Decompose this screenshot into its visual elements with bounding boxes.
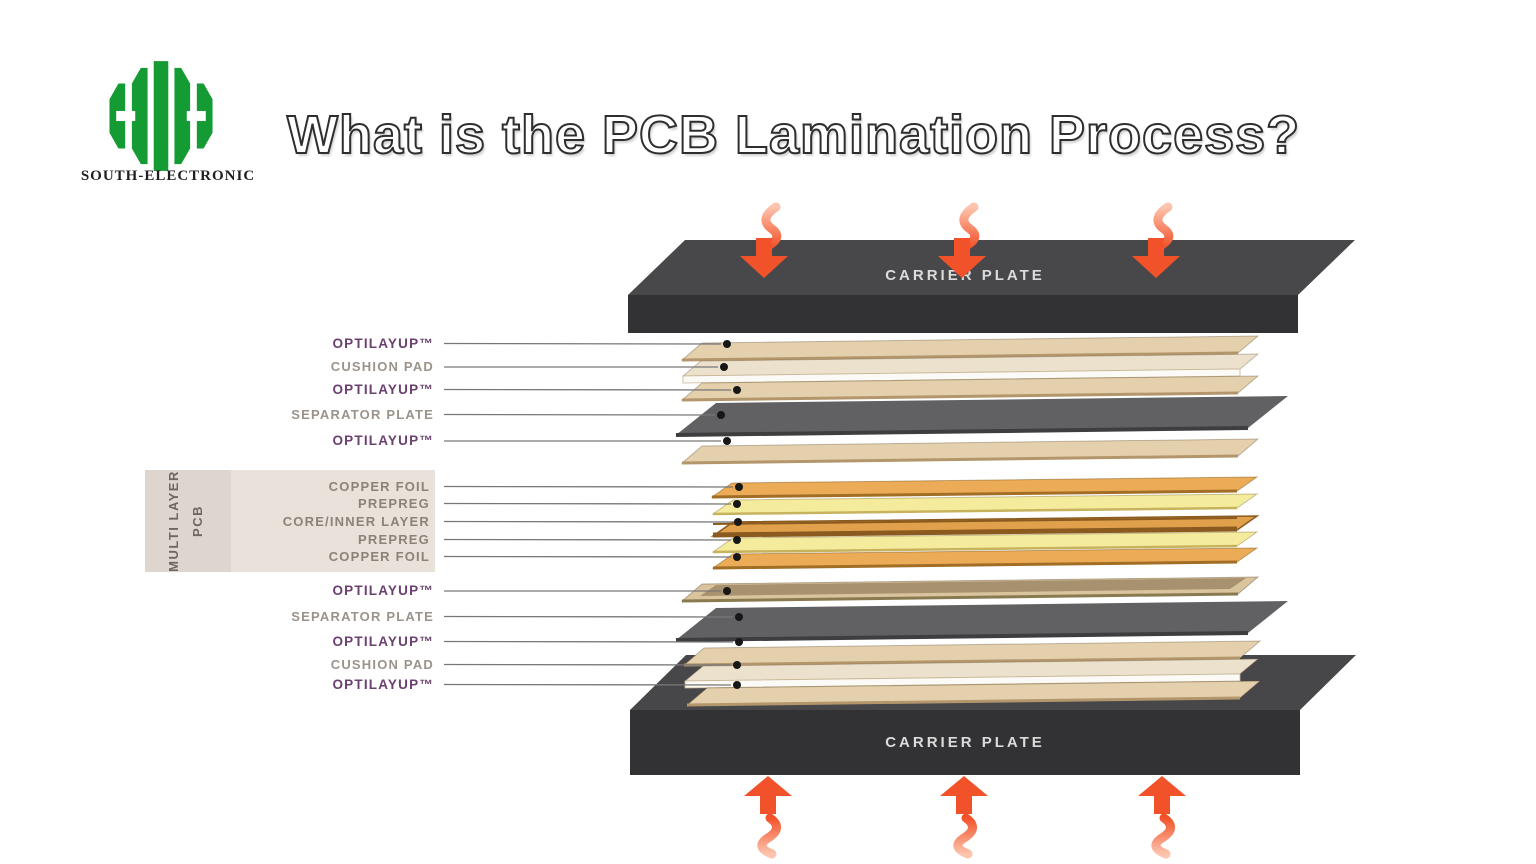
group-box-label-line1: MULTI LAYER bbox=[166, 470, 181, 572]
carrier-plate-bottom-label: CARRIER PLATE bbox=[885, 734, 1045, 751]
layer-carrier-plate-top: CARRIER PLATE bbox=[628, 240, 1355, 333]
leader-lines bbox=[443, 340, 743, 689]
pressure-arrows-top bbox=[740, 202, 1180, 278]
arrow-up-icon bbox=[744, 776, 792, 859]
layer-optilayup-2 bbox=[680, 375, 1260, 402]
label-copper-foil-2: COPPER FOIL bbox=[329, 549, 430, 564]
pressure-arrows-bottom bbox=[744, 776, 1186, 859]
label-prepreg-2: PREPREG bbox=[358, 532, 430, 547]
layer-copper-foil-2 bbox=[711, 547, 1259, 570]
layer-optilayup-4 bbox=[680, 576, 1260, 603]
label-optilayup-4: OPTILAYUP™ bbox=[332, 583, 434, 598]
layer-cushion-pad-1 bbox=[681, 353, 1260, 384]
layer-optilayup-5 bbox=[682, 640, 1262, 667]
label-prepreg-1: PREPREG bbox=[358, 496, 430, 511]
south-electronic-logo-icon bbox=[109, 61, 213, 171]
label-optilayup-6: OPTILAYUP™ bbox=[332, 677, 434, 692]
group-box-label-line2: PCB bbox=[190, 505, 205, 537]
label-cushion-pad-2: CUSHION PAD bbox=[331, 657, 434, 672]
label-optilayup-3: OPTILAYUP™ bbox=[332, 433, 434, 448]
label-core-inner-layer: CORE/INNER LAYER bbox=[283, 514, 430, 529]
label-cushion-pad-1: CUSHION PAD bbox=[331, 359, 434, 374]
layer-separator-plate-1 bbox=[675, 396, 1288, 437]
multilayer-pcb-group-box: MULTI LAYER PCB bbox=[145, 470, 435, 572]
arrow-down-icon bbox=[740, 202, 788, 278]
layer-optilayup-3 bbox=[680, 438, 1260, 465]
layer-labels: OPTILAYUP™ CUSHION PAD OPTILAYUP™ SEPARA… bbox=[283, 336, 434, 692]
label-optilayup-1: OPTILAYUP™ bbox=[332, 336, 434, 351]
layer-copper-foil-1 bbox=[710, 476, 1259, 499]
arrow-down-icon bbox=[938, 202, 986, 278]
layer-optilayup-6 bbox=[685, 680, 1262, 707]
label-separator-2: SEPARATOR PLATE bbox=[291, 609, 434, 624]
label-separator-1: SEPARATOR PLATE bbox=[291, 407, 434, 422]
arrow-up-icon bbox=[1138, 776, 1186, 859]
label-optilayup-2: OPTILAYUP™ bbox=[332, 382, 434, 397]
label-optilayup-5: OPTILAYUP™ bbox=[332, 634, 434, 649]
arrow-down-icon bbox=[1132, 202, 1180, 278]
page-title: What is the PCB Lamination Process? bbox=[286, 104, 1301, 166]
layer-prepreg-2 bbox=[711, 531, 1259, 554]
label-copper-foil-1: COPPER FOIL bbox=[329, 479, 430, 494]
arrow-up-icon bbox=[940, 776, 988, 859]
layer-core-inner bbox=[710, 515, 1260, 538]
company-logo bbox=[103, 60, 263, 177]
layer-cushion-pad-2 bbox=[683, 658, 1260, 689]
layer-prepreg-1 bbox=[711, 493, 1259, 516]
layer-optilayup-1 bbox=[680, 335, 1260, 362]
company-name: SOUTH-ELECTRONIC bbox=[80, 168, 256, 184]
layer-separator-plate-2 bbox=[675, 601, 1288, 642]
